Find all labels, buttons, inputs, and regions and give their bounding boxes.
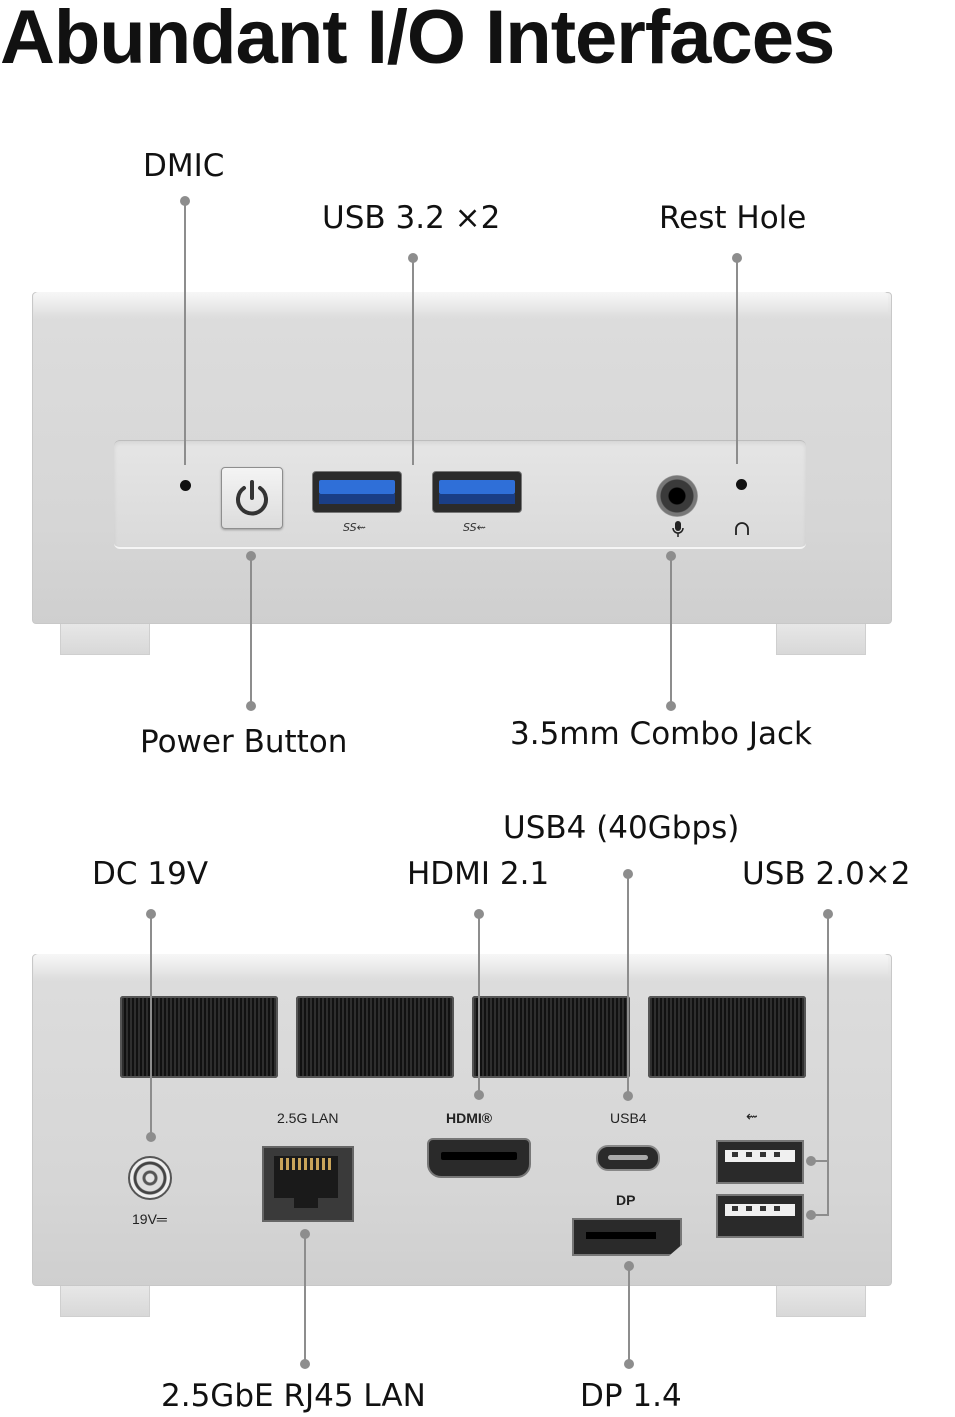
dc-jack[interactable] (128, 1156, 172, 1200)
ss-mark-2: SS⇜ (463, 521, 486, 534)
dc-mark: 19V═ (132, 1211, 167, 1227)
front-foot-left (60, 620, 150, 655)
page-title: Abundant I/O Interfaces (0, 0, 835, 80)
power-button[interactable] (221, 467, 283, 529)
usb32-port-1[interactable] (312, 471, 402, 513)
dc-leader-dot-bottom (146, 1132, 156, 1142)
power-icon (236, 480, 268, 516)
usb2-leader-dot-1 (806, 1156, 816, 1166)
dmic-hole (180, 480, 191, 491)
vent-4 (648, 996, 806, 1078)
headphone-icon (735, 522, 749, 535)
front-foot-right (776, 620, 866, 655)
label-lan: 2.5GbE RJ45 LAN (161, 1378, 426, 1414)
hdmi-leader-dot-bottom (474, 1090, 484, 1100)
front-chassis-top (34, 292, 888, 312)
label-dc: DC 19V (92, 856, 209, 892)
rj45-port[interactable] (262, 1146, 354, 1222)
label-dp: DP 1.4 (580, 1378, 682, 1414)
usb2-leader (827, 914, 829, 1216)
rear-foot-right (776, 1282, 866, 1317)
combo-jack[interactable] (656, 475, 698, 517)
hdmi-leader (478, 914, 480, 1094)
rest-hole[interactable] (736, 479, 747, 490)
power-leader (250, 556, 252, 706)
mic-icon (672, 521, 684, 537)
usb4-leader-dot-bottom (623, 1091, 633, 1101)
label-power-button: Power Button (140, 724, 348, 760)
dp-leader (628, 1266, 630, 1364)
label-usb32: USB 3.2 ×2 (322, 200, 501, 236)
usb2-leader-branch-1 (812, 1160, 828, 1162)
label-dmic: DMIC (143, 148, 225, 184)
usb2-leader-branch-2 (812, 1214, 828, 1216)
rest-hole-leader (736, 258, 738, 464)
power-leader-dot-bottom (246, 701, 256, 711)
dp-port[interactable] (572, 1218, 682, 1256)
label-usb2: USB 2.0×2 (742, 856, 911, 892)
usb4-leader (627, 874, 629, 1096)
usb32-leader (412, 258, 414, 465)
lan-mark: 2.5G LAN (277, 1110, 339, 1126)
lan-leader (304, 1234, 306, 1364)
vent-3 (472, 996, 630, 1078)
lan-leader-dot-bottom (300, 1359, 310, 1369)
usb2-port-1[interactable] (716, 1140, 804, 1184)
label-usb4: USB4 (40Gbps) (503, 810, 740, 846)
usb2-mark: ⇜ (746, 1108, 758, 1124)
usb2-leader-dot-2 (806, 1210, 816, 1220)
hdmi-mark: HDMI® (446, 1110, 493, 1126)
vent-1 (120, 996, 278, 1078)
usb32-port-2[interactable] (432, 471, 522, 513)
label-rest-hole: Rest Hole (659, 200, 807, 236)
usb4-port[interactable] (596, 1145, 660, 1171)
vent-2 (296, 996, 454, 1078)
dp-mark: DP (616, 1192, 636, 1208)
usb4-mark: USB4 (610, 1110, 647, 1126)
jack-leader (670, 556, 672, 706)
ss-mark-1: SS⇜ (343, 521, 366, 534)
usb2-port-2[interactable] (716, 1194, 804, 1238)
jack-leader-dot-bottom (666, 701, 676, 711)
label-hdmi: HDMI 2.1 (407, 856, 550, 892)
dc-leader (150, 914, 152, 1136)
dmic-leader (184, 201, 186, 465)
rear-chassis-top (34, 954, 888, 974)
label-combo-jack: 3.5mm Combo Jack (510, 716, 812, 752)
dp-leader-dot-bottom (624, 1359, 634, 1369)
hdmi-port[interactable] (427, 1138, 531, 1178)
rear-foot-left (60, 1282, 150, 1317)
